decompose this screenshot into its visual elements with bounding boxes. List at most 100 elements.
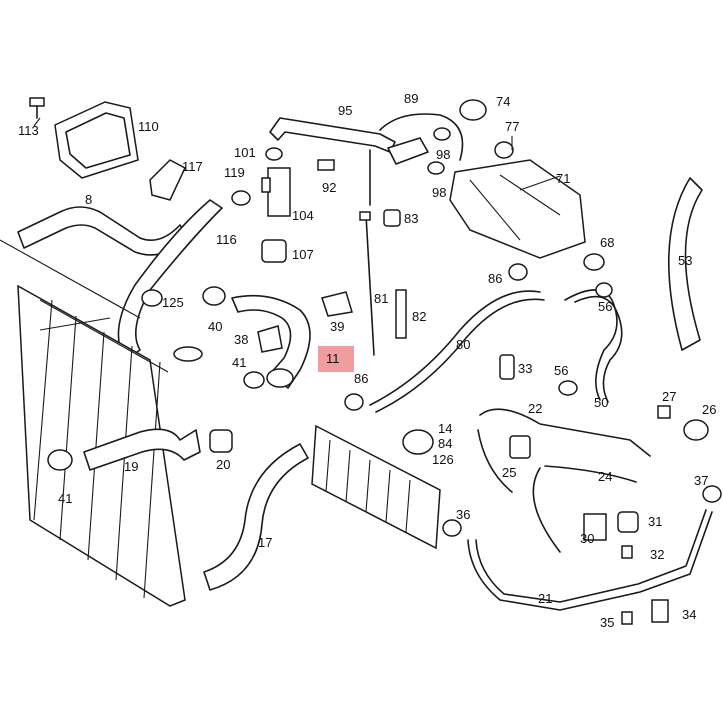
clamp-41-upper [243,371,265,389]
callout-label: 71 [556,171,571,186]
hose-19 [83,428,201,471]
callout-label: 107 [292,247,314,262]
callout-label: 84 [438,436,453,451]
housing-14 [402,429,434,455]
clamp-40 [173,286,226,362]
callout-label: 56 [554,363,569,378]
clamp-86-b [344,393,364,411]
callout-label: 110 [138,119,159,134]
pump-104 [261,167,291,217]
line-22 [477,408,651,493]
callout-label: 89 [404,91,419,106]
callout-label: 104 [292,208,314,223]
callout-label: 126 [432,452,454,467]
clamp-86-a [508,263,528,281]
clamp-98-a [433,127,451,141]
callout-label: 41 [232,355,247,370]
clip-31 [617,511,639,533]
highlight-box [318,346,354,372]
clamp-36 [442,519,462,537]
callout-label: 68 [600,235,615,250]
tank-71 [449,159,586,259]
callout-label: 25 [502,465,517,480]
plug-20 [209,429,233,453]
callout-label: 24 [598,469,613,484]
highlighted-callout-label: 11 [326,351,340,366]
callout-label: 17 [258,535,273,550]
callout-label: 83 [404,211,419,226]
clip-83 [383,209,401,227]
bolt-32 [621,545,633,559]
callout-label: 86 [488,271,503,286]
gasket-110 [54,101,139,179]
clamp-98-b [427,161,445,175]
hose-56-50 [558,282,623,403]
callout-label: 86 [354,371,369,386]
callout-label: 82 [412,309,427,324]
callout-label: 35 [600,615,615,630]
callout-label: 53 [678,253,693,268]
mount-107 [261,239,287,263]
callout-label: 113 [18,123,39,138]
callout-label: 22 [528,401,543,416]
clip-33 [499,354,515,380]
callout-label: 37 [694,473,709,488]
hose-80 [369,290,545,413]
sensor-27 [657,405,671,419]
thermostat-26 [683,419,709,441]
callout-label: 98 [432,185,447,200]
callout-label: 31 [648,514,663,529]
hose-11 [231,294,311,389]
clip-38 [257,325,283,353]
clip-37 [702,485,722,503]
cap-77 [494,141,514,159]
callout-label: 32 [650,547,665,562]
line-24 [532,465,637,553]
callout-label: 74 [496,94,511,109]
callout-label: 20 [216,457,231,472]
clamp-125 [141,289,163,307]
clip-92 [317,159,335,171]
clamp-68 [583,253,605,271]
callout-label: 95 [338,103,353,118]
callout-label: 116 [216,232,237,247]
clip-101 [265,147,283,161]
callout-label: 34 [682,607,697,622]
callout-label: 30 [580,531,595,546]
callout-label: 36 [456,507,471,522]
callout-label: 81 [374,291,389,306]
callout-label: 117 [182,159,203,174]
hose-17 [203,443,309,591]
plug-82 [395,289,407,339]
hose-53 [667,177,703,351]
callout-label: 38 [234,332,249,347]
clamp-41-lower [47,449,73,471]
clamp-119 [231,190,251,206]
callout-label: 101 [234,145,256,160]
bolt-35 [621,611,633,625]
bracket-39 [321,291,353,317]
callout-label: 27 [662,389,677,404]
callout-label: 8 [85,192,93,207]
callout-label: 21 [538,591,553,606]
callout-label: 119 [224,165,245,180]
hose-8 [17,206,189,256]
callout-label: 14 [438,421,453,436]
bracket-34 [651,599,669,623]
line-21 [467,509,713,611]
callout-label: 125 [162,295,184,310]
callout-label: 80 [456,337,471,352]
rod-81 [359,211,375,356]
bracket-30 [583,513,607,541]
callout-label: 50 [594,395,609,410]
hose-116 [117,199,223,361]
callout-label: 56 [598,299,613,314]
cap-74 [459,99,487,121]
oil-cooler [311,424,441,550]
callout-label: 26 [702,402,717,417]
callout-label: 39 [330,319,345,334]
callout-label: 77 [505,119,520,134]
callout-label: 98 [436,147,451,162]
